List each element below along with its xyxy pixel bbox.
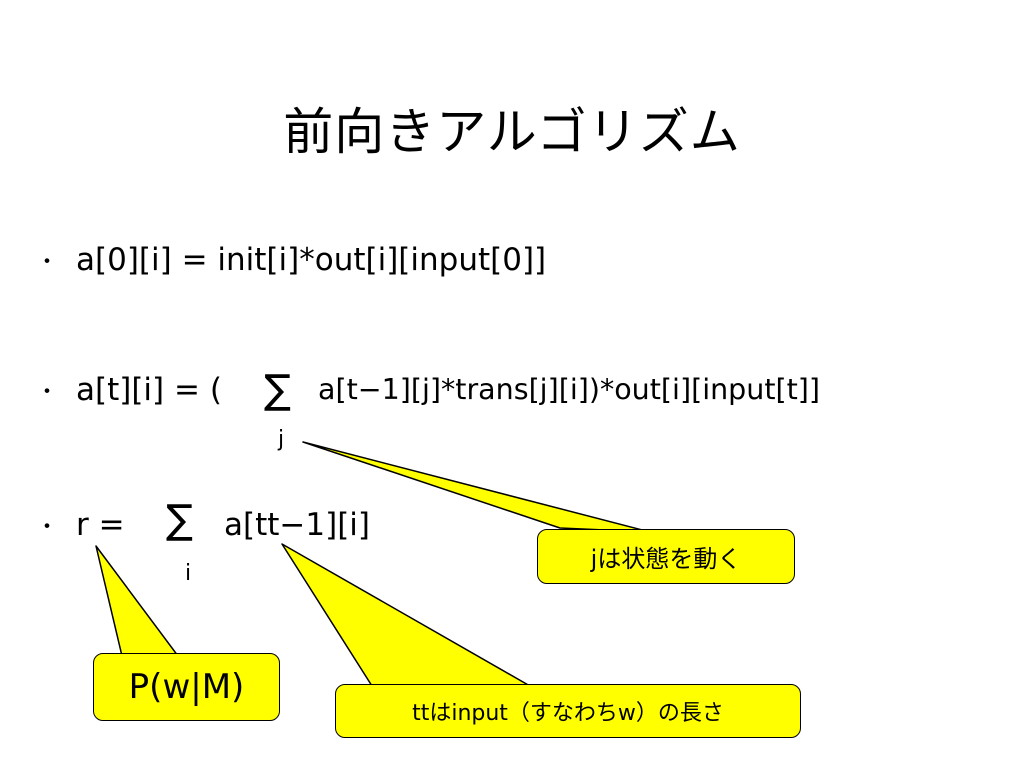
formula-recurrence-suffix: a[t−1][j]*trans[j][i])*out[i][input[t]] — [318, 373, 821, 406]
sigma-symbol: ∑ — [166, 497, 193, 543]
formula-init: a[0][i] = init[i]*out[i][input[0]] — [76, 242, 547, 278]
formula-r-suffix: a[tt−1][i] — [224, 507, 370, 543]
sigma-index-j: j — [278, 427, 285, 452]
callout-p-wm: P(w|M) — [93, 653, 280, 721]
formula-recurrence-prefix: a[t][i] = ( — [76, 372, 222, 408]
sigma-index-i: i — [185, 561, 192, 586]
slide-title: 前向きアルゴリズム — [283, 103, 741, 161]
pointer-tt-length — [281, 543, 531, 687]
pointer-p-wm — [95, 545, 179, 657]
bullet-marker: ・ — [36, 250, 59, 275]
callout-j-state: jは状態を動く — [537, 529, 795, 584]
bullet-marker: ・ — [36, 515, 59, 540]
sigma-symbol: ∑ — [264, 367, 291, 413]
bullet-marker: ・ — [36, 380, 59, 405]
formula-r-prefix: r = — [76, 507, 125, 543]
callout-tt-length: ttはinput（すなわちw）の長さ — [335, 684, 801, 738]
